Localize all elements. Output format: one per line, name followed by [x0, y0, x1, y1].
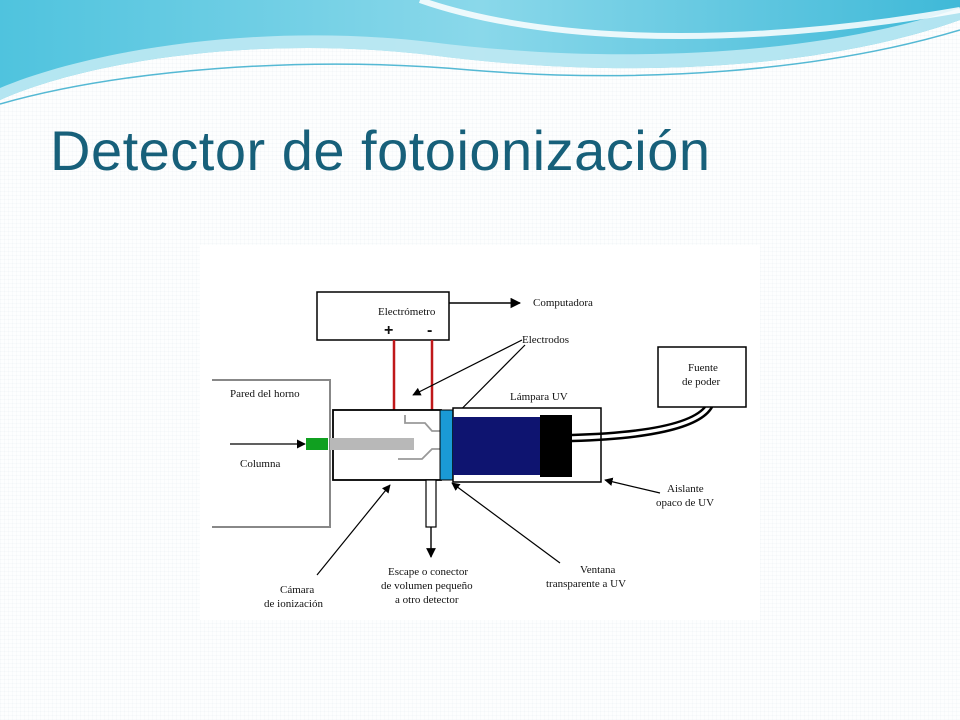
negative-lead-wire — [422, 340, 434, 415]
positive-lead-wire — [392, 340, 405, 417]
computer-label: Computadora — [533, 297, 593, 309]
window-label-line2: transparente a UV — [546, 578, 626, 590]
column-inside-chamber — [330, 438, 414, 450]
lamp-cap — [540, 415, 572, 477]
chamber-label-line2: de ionización — [264, 598, 323, 610]
electrometer-label: Electrómetro — [378, 306, 436, 318]
electrodes-pointer-upper — [412, 339, 523, 396]
oven-wall-label: Pared del horno — [230, 388, 300, 400]
window-pointer — [451, 482, 561, 564]
exhaust-tube — [425, 479, 437, 528]
insulator-label-line2: opaco de UV — [656, 497, 714, 509]
insulator-pointer — [604, 477, 661, 494]
electrodes-label: Electrodos — [522, 334, 569, 346]
power-cable-lower — [571, 406, 714, 443]
power-supply-label-line1: Fuente — [688, 362, 718, 374]
top-wave-decoration — [0, 0, 960, 105]
minus-sign: - — [427, 322, 432, 339]
chamber-label-line1: Cámara — [280, 584, 314, 596]
slide-title: Detector de fotoionización — [50, 119, 711, 182]
photoionization-detector-diagram: Electrómetro + - Computadora Electrodos … — [200, 245, 760, 620]
uv-lamp — [453, 417, 541, 475]
power-cable-upper — [571, 406, 706, 437]
upper-electrode — [404, 415, 440, 432]
exhaust-label-line3: a otro detector — [395, 594, 459, 606]
plus-sign: + — [384, 322, 393, 339]
chamber-pointer — [316, 484, 391, 576]
uv-lamp-label: Lámpara UV — [510, 391, 568, 403]
insulator-label-line1: Aislante — [667, 483, 704, 495]
window-label-line1: Ventana — [580, 564, 616, 576]
column-label: Columna — [240, 458, 280, 470]
electrometer-box — [316, 291, 450, 341]
exhaust-label-line2: de volumen pequeño — [381, 580, 473, 592]
exhaust-label-line1: Escape o conector — [388, 566, 468, 578]
column-tip — [306, 438, 328, 450]
power-supply-box — [657, 346, 747, 408]
diagram-svg: Electrómetro + - Computadora Electrodos … — [212, 291, 747, 610]
lower-electrode — [398, 448, 440, 460]
power-supply-label-line2: de poder — [682, 376, 721, 388]
uv-window — [439, 409, 454, 481]
oven-wall — [212, 379, 331, 528]
